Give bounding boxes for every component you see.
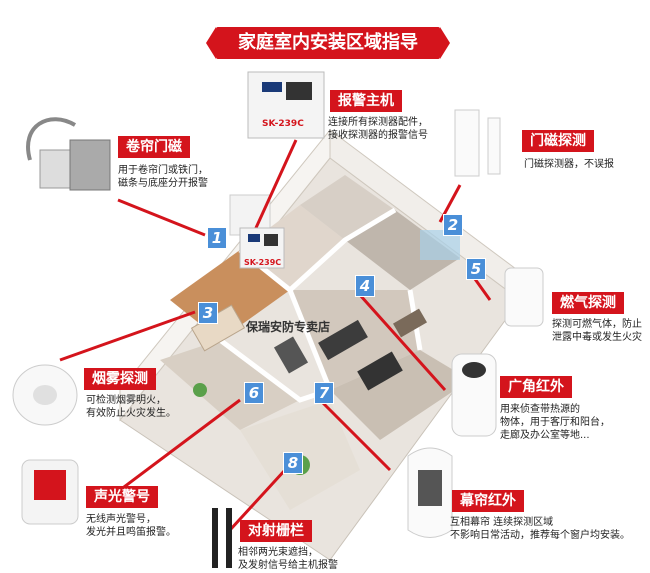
curtain-desc-1: 互相幕帘 连续探测区域 bbox=[450, 517, 554, 528]
panel-model-label-house: SK-239C bbox=[244, 258, 282, 267]
panel-desc-2: 接收探测器的报警信号 bbox=[328, 130, 428, 141]
door-desc-1: 门磁探测器，不误报 bbox=[524, 159, 614, 170]
gas-title: 燃气探测 bbox=[552, 292, 624, 314]
zone-badge-2: 2 bbox=[443, 214, 463, 236]
zone-badge-6: 6 bbox=[244, 382, 264, 404]
smoke-title: 烟雾探测 bbox=[84, 368, 156, 390]
gas-desc-1: 探测可燃气体，防止 bbox=[552, 319, 642, 330]
panel-desc-1: 连接所有探测器配件， bbox=[328, 117, 428, 128]
zone-badge-5: 5 bbox=[466, 258, 486, 280]
curtain-desc-2: 不影响日常活动，推荐每个窗户均安装。 bbox=[450, 530, 630, 541]
beam-desc-1: 相邻两光束遮挡， bbox=[238, 547, 318, 558]
panel-model-label: SK-239C bbox=[262, 119, 304, 129]
pir-title: 广角红外 bbox=[500, 376, 572, 398]
store-watermark: 保瑞安防专卖店 bbox=[246, 320, 331, 334]
shutter-desc-2: 磁条与底座分开报警 bbox=[118, 178, 208, 189]
pir-desc-1: 用来侦查带热源的 bbox=[500, 404, 580, 415]
zone-badge-7: 7 bbox=[314, 382, 334, 404]
curtain-title: 幕帘红外 bbox=[452, 490, 524, 512]
smoke-desc-1: 可检测烟雾明火， bbox=[86, 395, 166, 406]
shutter-title: 卷帘门磁 bbox=[118, 136, 190, 158]
zone-badge-8: 8 bbox=[283, 452, 303, 474]
pir-desc-3: 走廊及办公室等地... bbox=[500, 430, 590, 441]
beam-desc-2: 及发射信号给主机报警 bbox=[238, 560, 338, 571]
beam-title: 对射栅栏 bbox=[240, 520, 312, 542]
zone-badge-1: 1 bbox=[207, 227, 227, 249]
panel-title: 报警主机 bbox=[330, 90, 402, 112]
shutter-desc-1: 用于卷帘门或铁门， bbox=[118, 165, 208, 176]
siren-title: 声光警号 bbox=[86, 486, 158, 508]
guide-title-banner: 家庭室内安装区域指导 bbox=[206, 27, 450, 59]
gas-desc-2: 泄露中毒或发生火灾 bbox=[552, 332, 642, 343]
siren-desc-2: 发光并且鸣笛报警。 bbox=[86, 527, 176, 538]
siren-desc-1: 无线声光警号， bbox=[86, 514, 156, 525]
door-title: 门磁探测 bbox=[522, 130, 594, 152]
pir-desc-2: 物体，用于客厅和阳台， bbox=[500, 417, 610, 428]
smoke-desc-2: 有效防止火灾发生。 bbox=[86, 408, 176, 419]
zone-badge-4: 4 bbox=[355, 275, 375, 297]
zone-badge-3: 3 bbox=[198, 302, 218, 324]
